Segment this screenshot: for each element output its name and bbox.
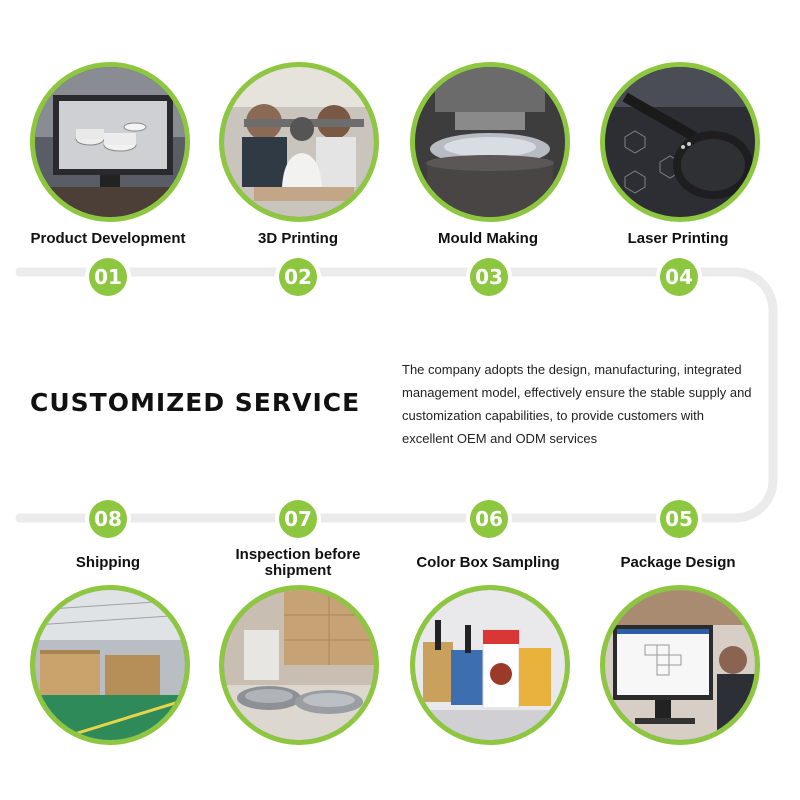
step-badge-01: 01 xyxy=(89,258,127,296)
step-badge-08: 08 xyxy=(89,500,127,538)
step-title-01: Product Development xyxy=(30,230,186,247)
step-badge-04: 04 xyxy=(660,258,698,296)
step-badge-02: 02 xyxy=(279,258,317,296)
3d-printer-photo-icon xyxy=(224,67,374,217)
color-boxes-photo-icon xyxy=(415,590,565,740)
product-development-photo xyxy=(30,62,190,222)
mould-making-photo xyxy=(410,62,570,222)
step-badge-07: 07 xyxy=(279,500,317,538)
step-title-04: Laser Printing xyxy=(627,230,729,247)
step-badge-05: 05 xyxy=(660,500,698,538)
section-headline: CUSTOMIZED SERVICE xyxy=(30,388,361,417)
step-badge-03: 03 xyxy=(470,258,508,296)
designer-computer-photo-icon xyxy=(605,590,755,740)
laser-pan-photo-icon xyxy=(605,67,755,217)
service-description: The company adopts the design, manufactu… xyxy=(402,362,752,446)
laser-printing-photo xyxy=(600,62,760,222)
step-badge-06: 06 xyxy=(470,500,508,538)
inspection-photo xyxy=(219,585,379,745)
3d-printing-photo xyxy=(219,62,379,222)
step-title-05: Package Design xyxy=(620,554,736,571)
step-title-02: 3D Printing xyxy=(257,230,338,247)
package-design-photo xyxy=(600,585,760,745)
press-mould-photo-icon xyxy=(415,67,565,217)
color-box-sampling-photo xyxy=(410,585,570,745)
step-title-08: Shipping xyxy=(75,554,141,571)
monitor-cookware-photo-icon xyxy=(35,67,185,217)
step-title-03: Mould Making xyxy=(438,230,538,247)
inspection-photo-icon xyxy=(224,590,374,740)
step-title-07: Inspection before shipment xyxy=(235,546,361,579)
warehouse-photo-icon xyxy=(35,590,185,740)
shipping-photo xyxy=(30,585,190,745)
step-title-06: Color Box Sampling xyxy=(416,554,560,571)
